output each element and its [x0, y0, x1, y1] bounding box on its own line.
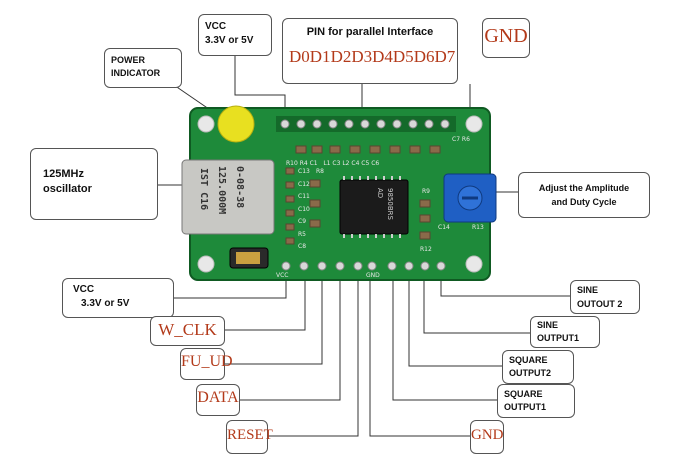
pin-d3: D3 — [351, 47, 373, 66]
silk-left-column: C13 C12 C11 C10 C9 R5 C8 — [298, 166, 310, 254]
fu-ud-label: FU_UD — [181, 353, 233, 370]
osc-line2: oscillator — [43, 183, 92, 195]
gnd-top-label: GND — [484, 25, 528, 47]
sine1-line2: OUTPUT1 — [537, 333, 580, 343]
power-led — [217, 105, 255, 143]
dds-chip — [339, 179, 409, 235]
sine-output2-callout: SINE OUTOUT 2 — [570, 280, 640, 314]
chip-marking-1: AD — [376, 188, 384, 199]
adjust-line1: Adjust the Amplitude — [538, 183, 630, 193]
parallel-pins-title: PIN for parallel Interface — [306, 26, 434, 38]
mount-hole-tl — [197, 115, 215, 133]
adjust-line2: and Duty Cycle — [551, 197, 617, 207]
silk-c14: C14 — [438, 224, 450, 231]
sine1-line1: SINE — [537, 320, 559, 330]
w-clk-callout: W_CLK — [150, 316, 225, 346]
vcc-bottom-line2: 3.3V or 5V — [81, 298, 130, 309]
silk-left-6: C8 — [298, 243, 307, 250]
silk-row: R10 R4 C1 L1 C3 L2 C4 C5 C6 — [286, 160, 380, 167]
silk-r13: R13 — [472, 224, 484, 231]
w-clk-label: W_CLK — [158, 320, 217, 339]
osc-marking-2: 125.000M — [216, 166, 227, 215]
silk-gnd: GND — [366, 272, 380, 279]
square-output1-callout: SQUARE OUTPUT1 — [497, 384, 575, 418]
silk-r12: R12 — [420, 246, 432, 253]
osc-marking-3: IST C16 — [198, 168, 209, 211]
oscillator-callout: 125MHz oscillator — [30, 148, 158, 220]
bottom-header-pins — [281, 261, 446, 271]
pin-d4: D4 — [372, 47, 393, 66]
sine2-line2: OUTOUT 2 — [577, 299, 623, 309]
chip-pins — [343, 176, 401, 238]
reset-label: RESET — [227, 427, 273, 443]
vcc-top-line1: VCC — [205, 21, 227, 32]
sine2-line1: SINE — [577, 285, 599, 295]
power-line2: INDICATOR — [111, 68, 161, 78]
silk-left-5: R5 — [298, 230, 306, 238]
silk-c7r6: C7 R6 — [452, 136, 470, 143]
square-output2-callout: SQUARE OUTPUT2 — [502, 350, 574, 384]
data-label: DATA — [197, 389, 239, 406]
mount-hole-bl — [197, 255, 215, 273]
pin-d6: D6 — [413, 47, 435, 66]
mount-hole-tr — [465, 115, 483, 133]
sq1-line1: SQUARE — [504, 389, 543, 399]
pin-label-row: D0 D1 D2 D3 D4 D5 D6 D7 — [287, 47, 456, 67]
parallel-pins-callout: PIN for parallel Interface D0 D1 D2 D3 D… — [282, 18, 458, 84]
gnd-bottom-callout: GND — [470, 420, 504, 454]
power-line1: POWER — [111, 55, 146, 65]
osc-marking-1: 0-08-38 — [234, 166, 245, 209]
vcc-top-line2: 3.3V or 5V — [205, 35, 254, 46]
pin-d7: D7 — [434, 47, 456, 66]
mount-hole-br — [465, 255, 483, 273]
silk-left-0: C13 — [298, 168, 310, 175]
reset-callout: RESET — [226, 420, 273, 454]
fu-ud-callout: FU_UD — [180, 348, 233, 380]
silk-left-3: C10 — [298, 205, 310, 213]
vcc-bottom-line1: VCC — [73, 284, 95, 295]
oscillator-can — [181, 159, 275, 235]
silk-r9: R9 — [422, 188, 430, 195]
gnd-top-callout: GND — [482, 18, 530, 58]
vcc-top-callout: VCC 3.3V or 5V — [198, 14, 272, 56]
silk-r8: R8 — [316, 168, 324, 175]
smd-components — [285, 145, 441, 245]
pin-d1: D1 — [309, 47, 331, 66]
top-header-pins — [276, 116, 456, 132]
sine-output1-callout: SINE OUTPUT1 — [530, 316, 600, 348]
pin-d2: D2 — [330, 47, 352, 66]
silk-vcc: VCC — [276, 272, 289, 279]
pin-d5: D5 — [392, 47, 414, 66]
vcc-bottom-callout: VCC 3.3V or 5V — [62, 278, 174, 318]
adjust-callout: Adjust the Amplitude and Duty Cycle — [518, 172, 650, 218]
silk-left-1: C12 — [298, 180, 310, 188]
data-callout: DATA — [196, 384, 240, 416]
gnd-bottom-label: GND — [471, 427, 504, 443]
chip-marking-2: 9850BRS — [386, 188, 394, 220]
sq1-line2: OUTPUT1 — [504, 402, 547, 412]
sq2-line2: OUTPUT2 — [509, 368, 552, 378]
silk-left-2: C11 — [298, 193, 310, 200]
silk-left-4: C9 — [298, 218, 307, 225]
power-indicator-callout: POWER INDICATOR — [104, 48, 182, 88]
sq2-line1: SQUARE — [509, 355, 548, 365]
osc-line1: 125MHz — [43, 168, 84, 180]
pin-d0: D0 — [289, 47, 310, 66]
